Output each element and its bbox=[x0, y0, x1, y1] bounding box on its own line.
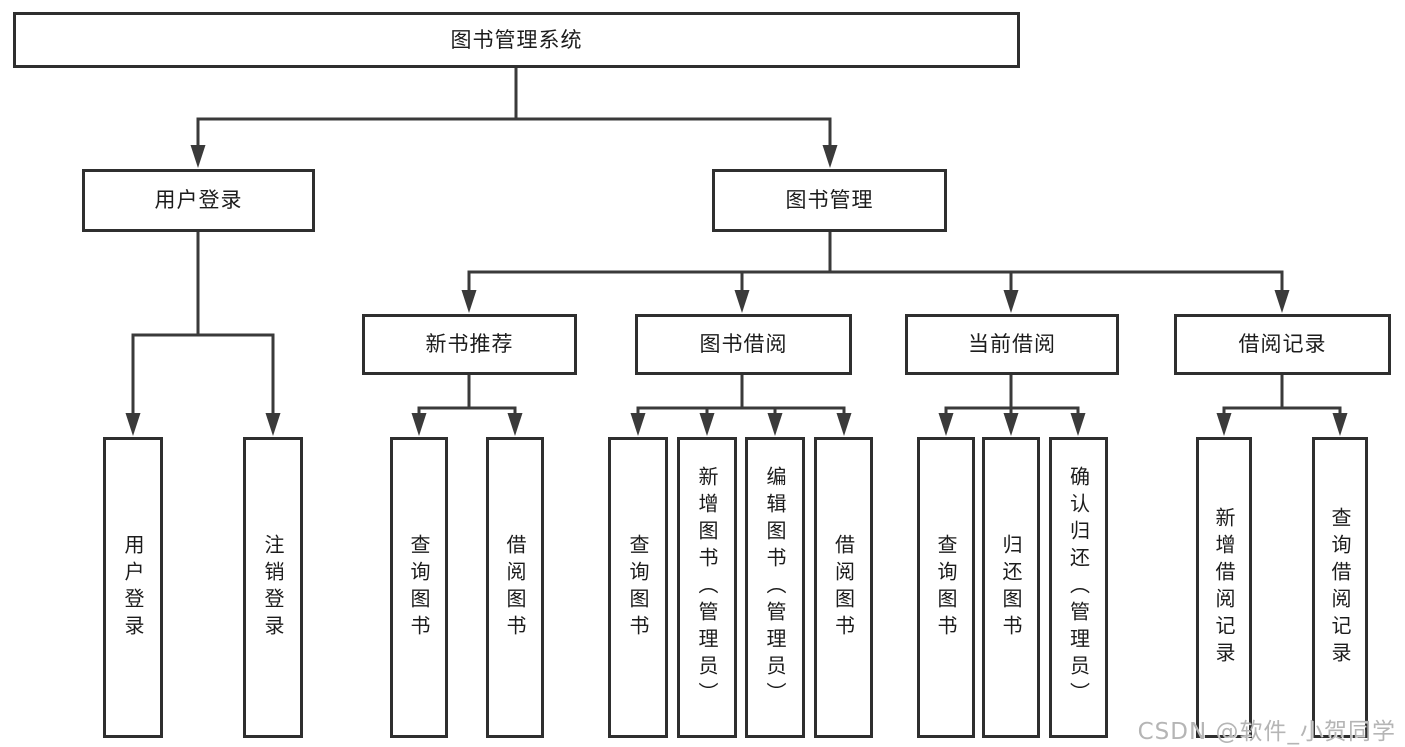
leaf-add-books-admin: 新增图书（管理员） bbox=[677, 437, 737, 738]
leaf-add-books-admin-label: 新增图书（管理员） bbox=[695, 466, 719, 709]
leaf-borrow-books-2-label: 借阅图书 bbox=[831, 533, 856, 642]
leaf-query-books-3: 查询图书 bbox=[917, 437, 975, 738]
node-current-borrowing-label: 当前借阅 bbox=[968, 332, 1056, 356]
leaf-edit-books-admin-label: 编辑图书（管理员） bbox=[763, 466, 787, 709]
node-library-system: 图书管理系统 bbox=[13, 12, 1020, 68]
leaf-user-login-label: 用户登录 bbox=[121, 533, 145, 642]
leaf-borrow-books-1-label: 借阅图书 bbox=[503, 533, 527, 642]
node-borrowing-records: 借阅记录 bbox=[1174, 314, 1391, 375]
leaf-query-books-3-label: 查询图书 bbox=[934, 533, 958, 642]
node-book-borrowing-label: 图书借阅 bbox=[699, 332, 788, 356]
node-user-login-label: 用户登录 bbox=[154, 188, 243, 212]
node-book-management: 图书管理 bbox=[712, 169, 947, 232]
leaf-user-logout: 注销登录 bbox=[243, 437, 303, 738]
leaf-borrow-books-1: 借阅图书 bbox=[486, 437, 544, 738]
node-user-login: 用户登录 bbox=[82, 169, 315, 232]
csdn-watermark: CSDN @软件_小贺同学 bbox=[1137, 719, 1396, 745]
leaf-query-books-2-label: 查询图书 bbox=[626, 533, 650, 642]
leaf-add-borrow-record: 新增借阅记录 bbox=[1196, 437, 1252, 738]
node-new-book-recommend-label: 新书推荐 bbox=[425, 332, 514, 356]
node-borrowing-records-label: 借阅记录 bbox=[1238, 332, 1327, 356]
leaf-confirm-return-admin-label: 确认归还（管理员） bbox=[1066, 466, 1091, 709]
leaf-query-books-2: 查询图书 bbox=[608, 437, 668, 738]
leaf-borrow-books-2: 借阅图书 bbox=[814, 437, 873, 738]
leaf-return-books-label: 归还图书 bbox=[999, 533, 1023, 642]
node-library-system-label: 图书管理系统 bbox=[450, 27, 583, 52]
leaf-confirm-return-admin: 确认归还（管理员） bbox=[1049, 437, 1108, 738]
leaf-return-books: 归还图书 bbox=[982, 437, 1040, 738]
leaf-user-login: 用户登录 bbox=[103, 437, 163, 738]
leaf-edit-books-admin: 编辑图书（管理员） bbox=[745, 437, 805, 738]
leaf-user-logout-label: 注销登录 bbox=[261, 533, 285, 642]
node-current-borrowing: 当前借阅 bbox=[905, 314, 1119, 375]
leaf-query-borrow-record: 查询借阅记录 bbox=[1312, 437, 1368, 738]
node-book-borrowing: 图书借阅 bbox=[635, 314, 852, 375]
leaf-add-borrow-record-label: 新增借阅记录 bbox=[1212, 506, 1236, 669]
leaf-query-borrow-record-label: 查询借阅记录 bbox=[1328, 506, 1352, 669]
node-book-management-label: 图书管理 bbox=[785, 188, 874, 212]
leaf-query-books-1: 查询图书 bbox=[390, 437, 448, 738]
leaf-query-books-1-label: 查询图书 bbox=[407, 533, 431, 642]
node-new-book-recommend: 新书推荐 bbox=[362, 314, 577, 375]
